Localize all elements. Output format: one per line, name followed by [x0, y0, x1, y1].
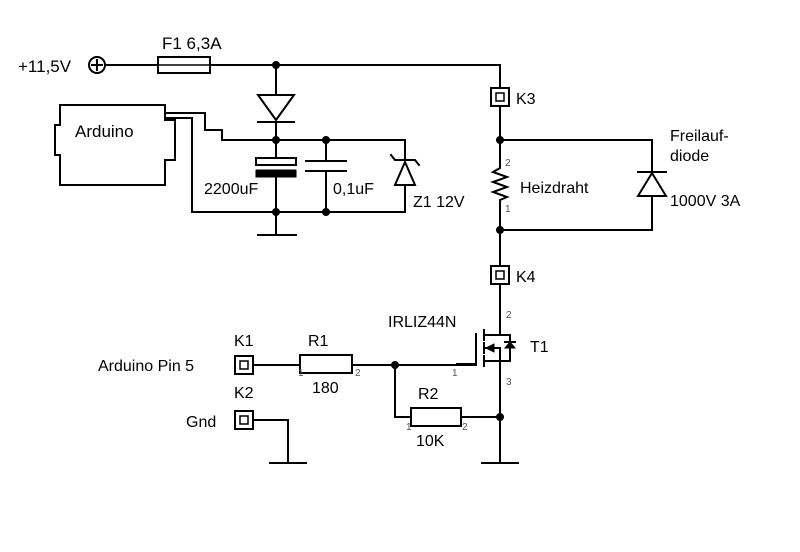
junction-cap-node: [272, 136, 280, 144]
r2-pin-left: 1: [406, 422, 412, 433]
freewheel-diode: [636, 171, 668, 197]
mosfet-pin-gate: 1: [452, 368, 458, 379]
heater-label: Heizdraht: [520, 180, 589, 197]
wire-gate-r2: [394, 364, 412, 418]
k4-label: K4: [516, 269, 536, 286]
wire-k2-ground: [252, 419, 289, 464]
wire-freewheel-bottom: [499, 195, 653, 231]
r2-value-label: 10K: [416, 433, 445, 450]
junction-small-cap-top: [322, 136, 330, 144]
supply-label: +11,5V: [18, 57, 72, 76]
wire-gate-stub: [456, 361, 477, 365]
k1-label: K1: [234, 333, 254, 350]
r1-ref-label: R1: [308, 333, 329, 350]
capacitor-0-1uf: [305, 139, 347, 213]
k1-signal-label: Arduino Pin 5: [98, 358, 194, 375]
heater-resistor: [490, 139, 510, 231]
resistor-r1: [299, 354, 353, 374]
junction-cap-gnd: [272, 208, 280, 216]
freewheel-label-2: diode: [670, 148, 709, 165]
freewheel-rating: 1000V 3A: [670, 193, 741, 210]
freewheel-label-1: Freilauf-: [670, 128, 729, 145]
k3-label: K3: [516, 91, 536, 108]
connector-k2: [234, 410, 254, 430]
mosfet-part-label: IRLIZ44N: [388, 314, 456, 331]
series-diode: [256, 94, 296, 123]
zener-label: Z1 12V: [413, 194, 465, 211]
capacitor-2200uf: [255, 139, 297, 236]
mosfet-pin-drain: 2: [506, 310, 512, 321]
supply-terminal: [88, 56, 106, 74]
fuse-label: F1 6,3A: [162, 34, 222, 53]
heater-pin-bottom: 1: [505, 204, 511, 215]
r1-value-label: 180: [312, 380, 339, 397]
k2-signal-label: Gnd: [186, 414, 216, 431]
connector-k3: [490, 87, 510, 107]
resistor-r2: [410, 407, 462, 427]
wire-arduino-gnd: [164, 117, 406, 213]
junction-small-cap-bot: [322, 208, 330, 216]
cap-small-label: 0,1uF: [333, 181, 374, 198]
zener-diode: [389, 153, 421, 186]
k2-label: K2: [234, 385, 254, 402]
r2-ref-label: R2: [418, 386, 439, 403]
r2-pin-right: 2: [462, 422, 468, 433]
connector-k4: [490, 265, 510, 285]
arduino-board: [54, 104, 176, 186]
heater-pin-top: 2: [505, 158, 511, 169]
r1-pin-right: 2: [355, 368, 361, 379]
cap-big-label: 2200uF: [204, 181, 258, 198]
wire-arduino-vin: [164, 112, 406, 161]
junction-source: [496, 413, 504, 421]
connector-k1: [234, 355, 254, 375]
r1-pin-left: 1: [298, 368, 304, 379]
mosfet-ref-label: T1: [530, 339, 549, 356]
mosfet-t1: [475, 327, 517, 376]
wire-freewheel-top: [499, 139, 653, 173]
arduino-label: Arduino: [75, 122, 134, 141]
mosfet-pin-source: 3: [506, 377, 512, 388]
